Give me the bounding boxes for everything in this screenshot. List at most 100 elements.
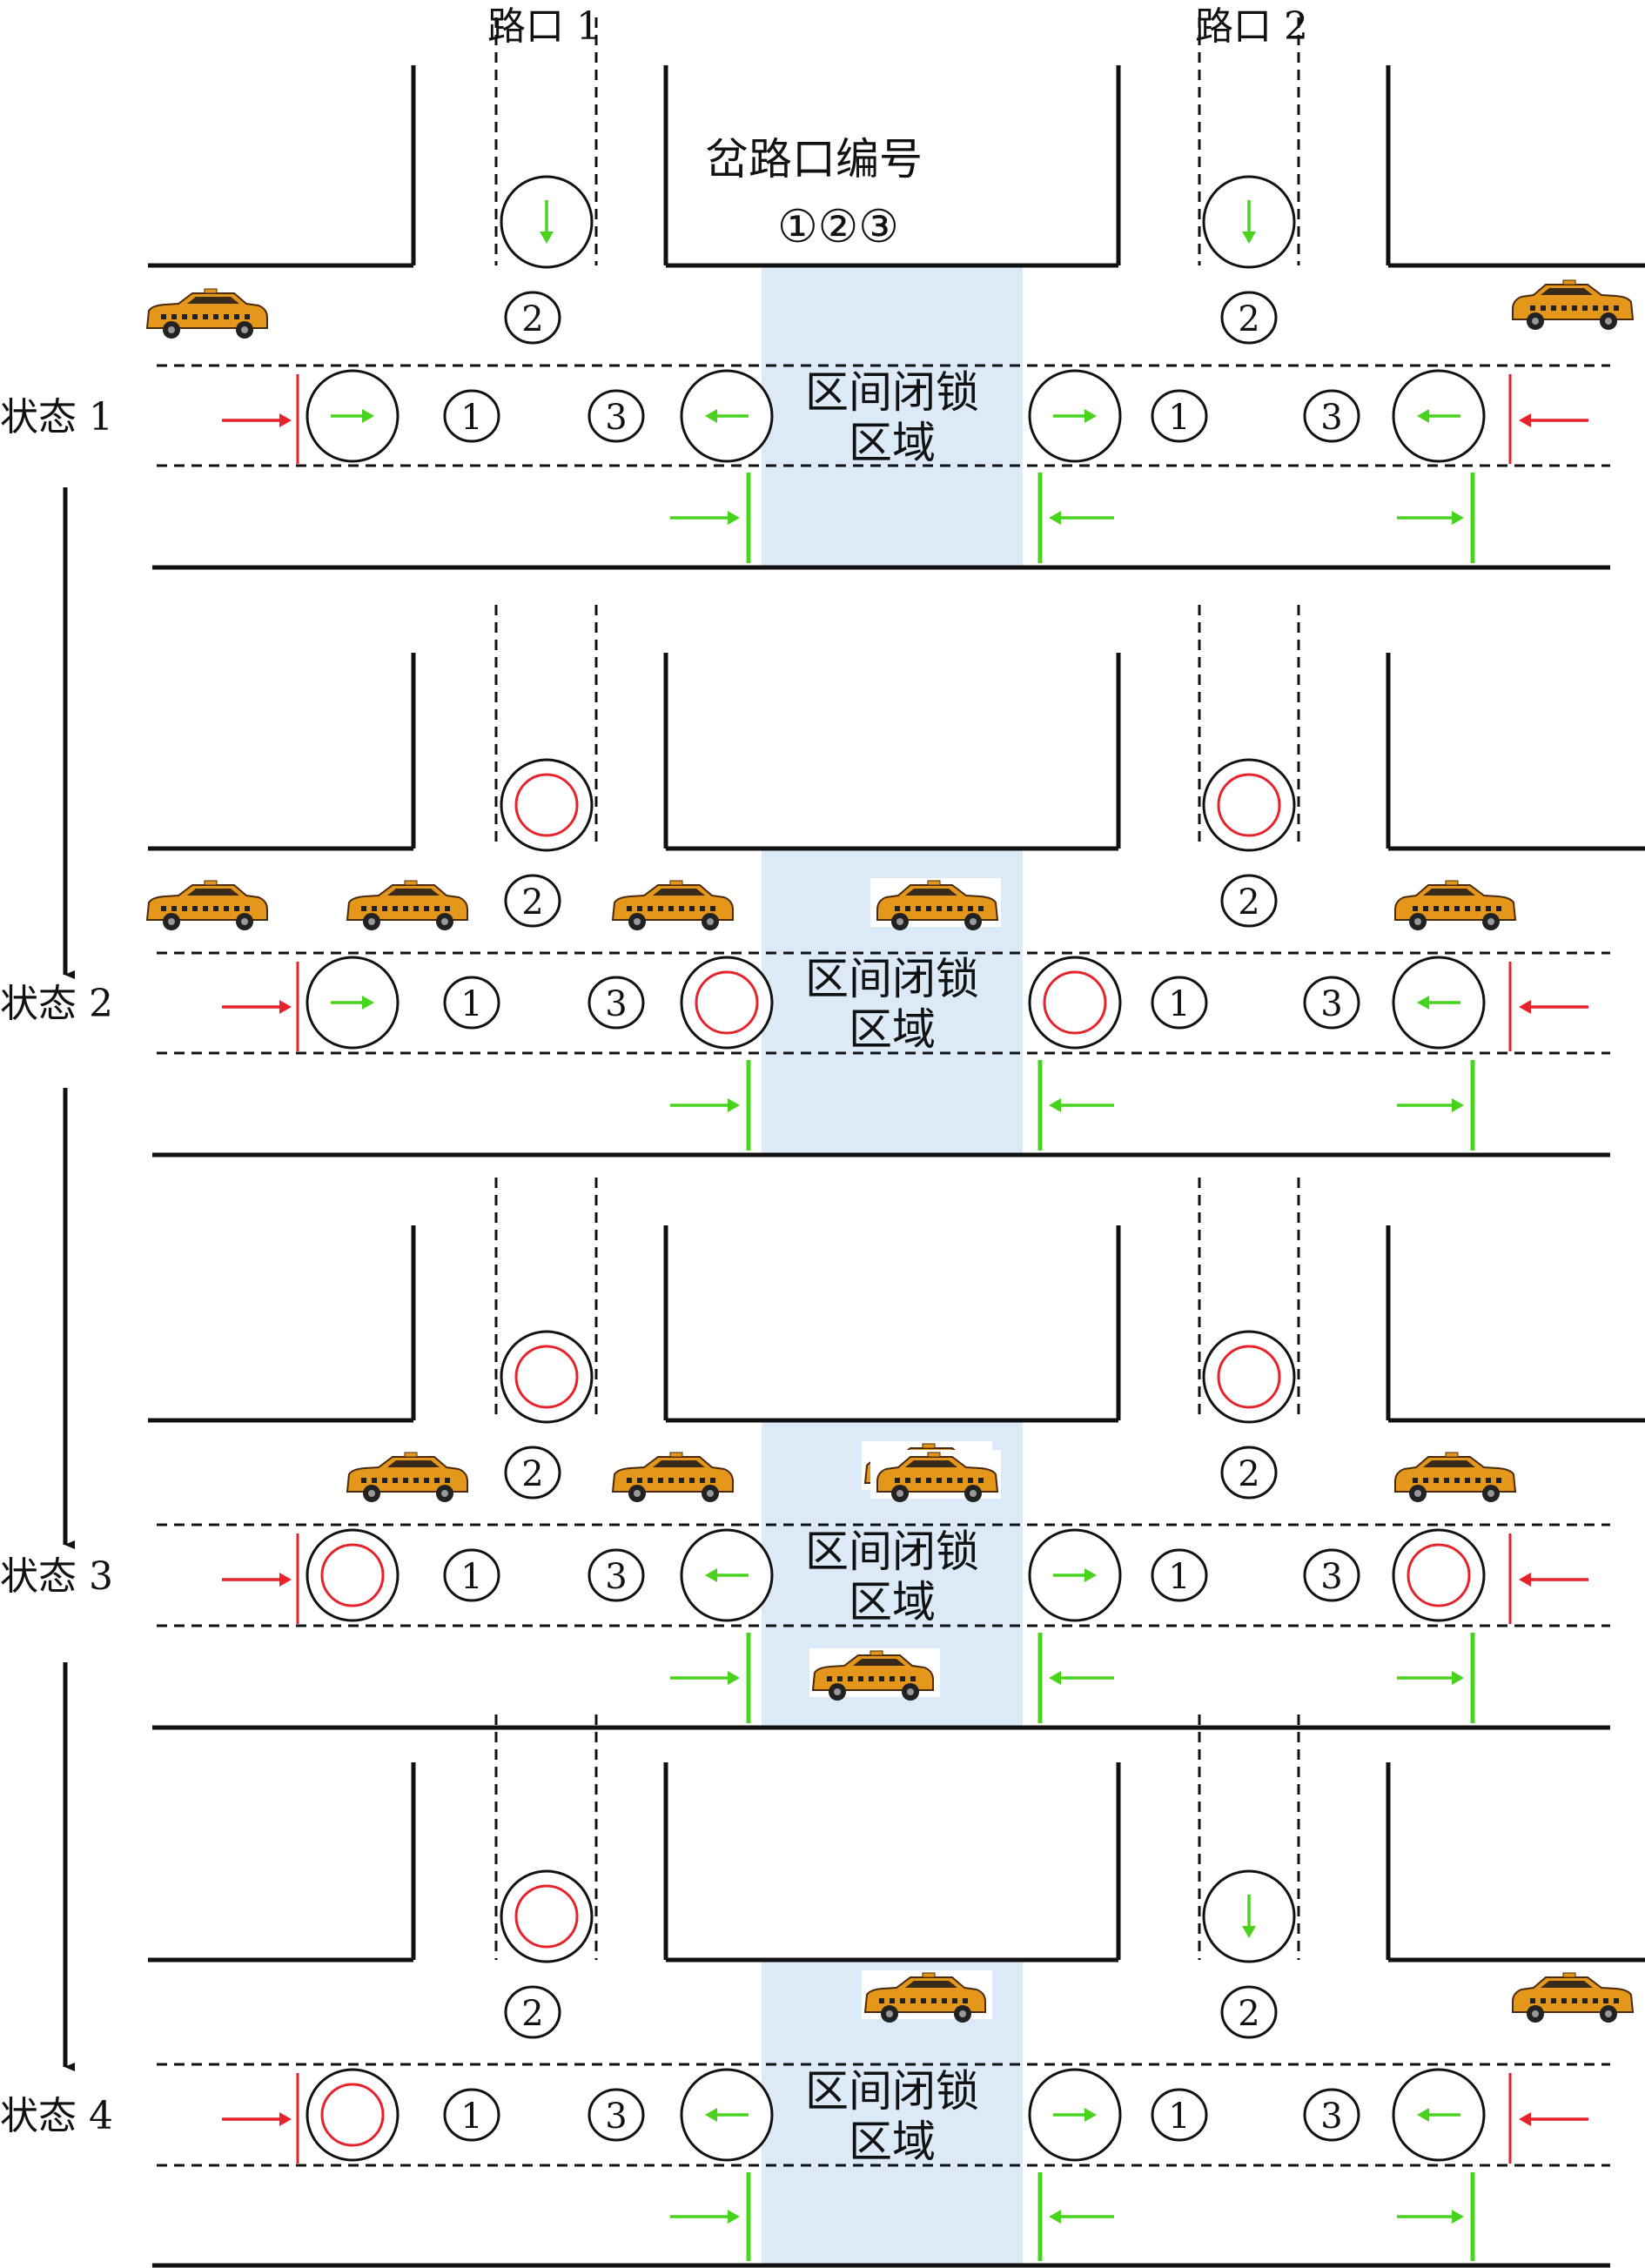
checker-stripe [1582,1998,1588,2003]
checker-stripe [434,906,440,911]
signal-i1-west [306,2068,400,2162]
checker-stripe [710,1478,715,1483]
branch-number-text: 1 [1168,398,1190,438]
red-entry-arrow-icon-head [279,1000,292,1014]
green-down-arrow-icon [1242,1895,1256,1938]
red-stop-indicator [1043,970,1107,1035]
branch-number-ring [1151,2088,1208,2142]
branch-number-1: 1 [443,2088,500,2142]
taxi-roof-sign [1445,880,1459,886]
signal-ring [680,956,774,1050]
red-entry-arrow-icon [1519,2112,1588,2126]
checker-stripe [372,906,377,911]
branch-number-text: 2 [1238,1454,1259,1494]
taxi-roof-sign [404,1452,418,1458]
branch-number-1: 1 [1151,389,1208,443]
green-right-arrow-icon-head [1084,2108,1097,2122]
green-entry-arrow-icon-head [1452,1098,1464,1112]
taxi-roof-sign [404,880,418,886]
checker-stripe [905,906,910,911]
red-stop-indicator [1217,1345,1281,1409]
green-right-arrow-icon [331,996,374,1010]
checker-stripe [1603,1998,1608,2003]
branch-number-ring [443,1548,500,1602]
car-hub [241,326,248,333]
checker-stripe [445,1478,450,1483]
checker-stripe [963,1998,968,2003]
checker-stripe [1551,305,1556,311]
taxi-car [144,878,274,930]
checker-stripe [192,314,198,319]
car-window [387,889,440,896]
state-label: 状态 2 [0,982,113,1026]
red-stop-indicator [320,1543,385,1607]
green-entry-arrow-icon-head [728,2210,740,2224]
checker-stripe [1475,1478,1480,1483]
branch-number-ring [1303,2088,1360,2142]
car-hub [970,1490,977,1497]
car-hub [1487,918,1494,925]
car-hub [1605,2010,1612,2017]
branch-number-ring [1151,976,1208,1030]
signal-i2-west [1028,956,1122,1050]
car-hub [1532,318,1539,325]
car-window [905,1981,957,1988]
checker-stripe [234,314,239,319]
taxi-car [609,1450,740,1502]
green-right-arrow-icon-head [362,409,374,423]
branch-number-2: 2 [1220,1446,1278,1500]
taxi-roof-sign [922,1443,936,1449]
checker-stripe [910,1998,916,2003]
branch-number-text: 2 [521,1994,543,2034]
car-hub [1532,2010,1539,2017]
branch-number-ring [443,976,500,1030]
branch-number-ring [1303,1548,1360,1602]
car-hub [168,326,175,333]
signal-i2-west [1028,2068,1122,2162]
branch-number-text: 1 [460,984,482,1024]
green-left-arrow-icon [1417,2108,1460,2122]
red-stop-indicator [695,970,759,1035]
signal-ring [500,758,594,852]
branch-number-text: 3 [1320,398,1342,438]
red-entry-arrow-icon-head [1519,1000,1531,1014]
block-zone [762,265,1023,566]
state-label: 状态 4 [0,2094,113,2138]
car-window [905,889,957,896]
checker-stripe [921,1998,926,2003]
signal-i1-east [680,956,774,1050]
red-stop-indicator [1217,773,1281,837]
checker-stripe [182,314,187,319]
checker-stripe [937,906,942,911]
checker-stripe [1486,906,1491,911]
branch-number-3: 3 [588,976,645,1030]
red-entry-arrow-icon [222,1573,292,1587]
branch-number-text: 1 [460,1557,482,1597]
checker-stripe [957,906,963,911]
green-right-arrow-icon [1053,1568,1097,1582]
green-entry-arrow-icon-head [1049,2210,1061,2224]
car-window [1423,1460,1475,1467]
car-window [653,889,705,896]
checker-stripe [900,1676,905,1681]
branch-number-text: 3 [1320,984,1342,1024]
checker-stripe [1561,305,1567,311]
checker-stripe [403,906,408,911]
signal-i2-north [1202,1869,1296,1963]
branch-number-2: 2 [504,874,561,928]
block-zone-label: 区间闭锁 [805,367,979,418]
taxi-car [862,1970,992,2023]
block-zone-label: 区域 [849,1004,936,1055]
state-label: 状态 1 [0,395,113,440]
checker-stripe [1614,305,1619,311]
checker-stripe [916,906,921,911]
taxi-roof-sign [1445,1452,1459,1458]
car-hub [634,1490,641,1497]
red-entry-arrow-icon [1519,1573,1588,1587]
branch-number-ring [588,2088,645,2142]
green-left-arrow-icon-head [1417,996,1429,1010]
checker-stripe [957,1478,963,1483]
